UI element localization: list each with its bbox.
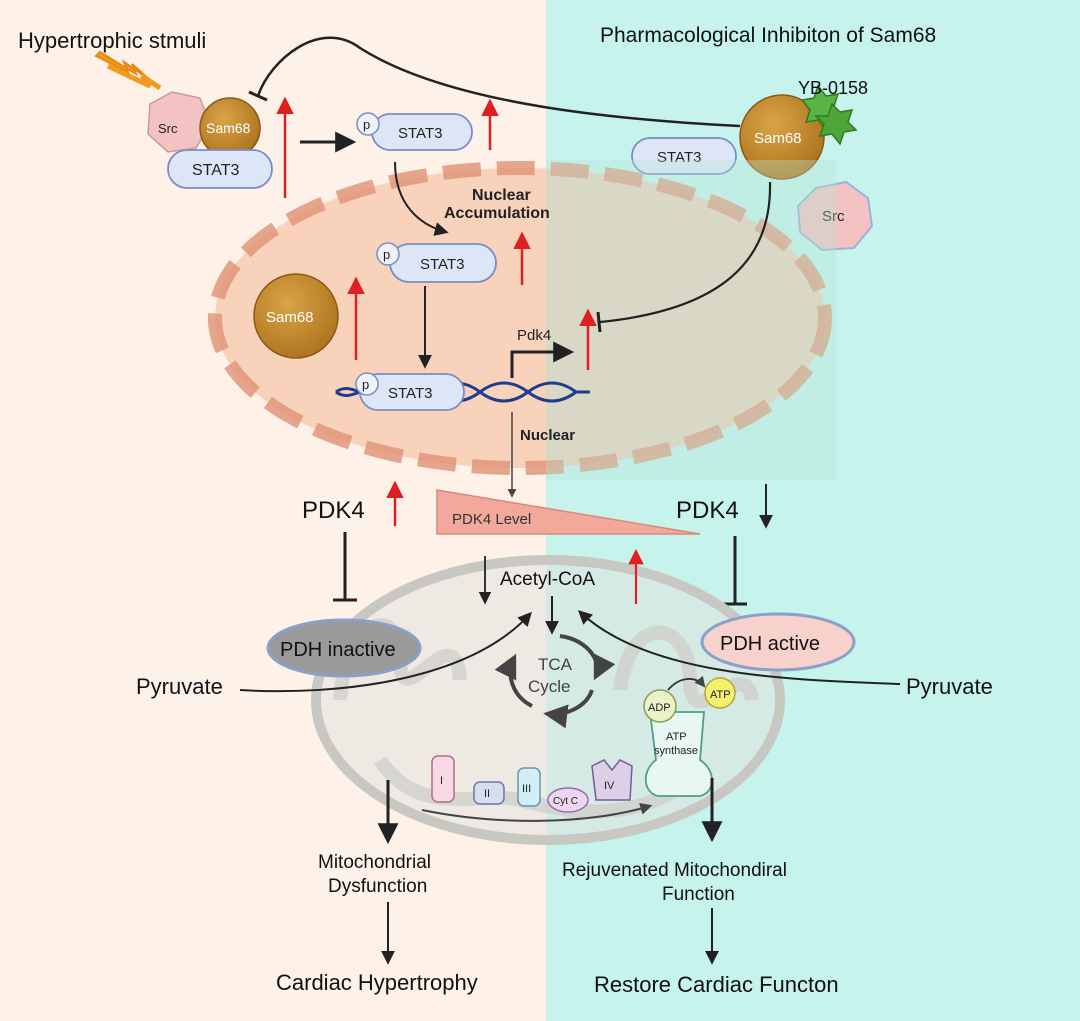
title-right: Pharmacological Inhibiton of Sam68 bbox=[600, 24, 936, 47]
right-panel-bg bbox=[546, 0, 1080, 1021]
atp-label: ATP bbox=[710, 689, 731, 701]
phospho-nuclear bbox=[376, 242, 400, 266]
phospho-label-nuclear: p bbox=[383, 247, 390, 262]
pyruvate-left-arrow bbox=[239, 611, 532, 693]
complex-ii bbox=[473, 781, 505, 805]
pdh-active bbox=[700, 612, 856, 672]
sam68-label-right: Sam68 bbox=[754, 130, 802, 147]
mito-dys-label-2: Dysfunction bbox=[328, 876, 427, 897]
atp-synthase bbox=[644, 711, 713, 797]
pyruvate-left-label: Pyruvate bbox=[136, 674, 223, 699]
pdk4-right: PDK4 bbox=[676, 497, 739, 524]
inhibition-arc bbox=[256, 36, 741, 128]
complex-iii-label: III bbox=[522, 783, 531, 795]
tca-arc-1 bbox=[559, 634, 616, 681]
mito-dys-label-1: Mitochondrial bbox=[318, 852, 431, 873]
src-label-top-left: Src bbox=[158, 121, 178, 136]
atp-molecule bbox=[704, 677, 736, 709]
arrow-nuclear-accum bbox=[394, 161, 449, 236]
nuclear-label: Nuclear bbox=[520, 427, 575, 444]
adp-to-atp-arrow bbox=[667, 675, 706, 691]
nuclear-accum-label-2: Accumulation bbox=[444, 205, 550, 222]
etc-flow-arrow bbox=[421, 803, 653, 822]
rejuv-label-2: Function bbox=[662, 884, 735, 905]
sam68-nuclear bbox=[253, 273, 339, 359]
sam68-right bbox=[739, 94, 825, 180]
complex-ii-label: II bbox=[484, 788, 490, 800]
acetyl-coa-label: Acetyl-CoA bbox=[500, 569, 595, 590]
phospho-top bbox=[356, 112, 380, 136]
pdk4-promoter-arrow bbox=[510, 341, 575, 378]
complex-iv-label: IV bbox=[604, 780, 615, 792]
lightning-icon bbox=[94, 50, 151, 81]
complex-i-label: I bbox=[440, 775, 443, 787]
pdk4-level-wedge bbox=[436, 489, 701, 535]
tca-label-2: Cycle bbox=[528, 677, 571, 696]
pyruvate-right-label: Pyruvate bbox=[906, 674, 993, 699]
pdh-active-label: PDH active bbox=[720, 633, 820, 655]
pdk4-left: PDK4 bbox=[302, 497, 365, 524]
atp-synthase-label-2: synthase bbox=[654, 745, 698, 757]
pstat3-label-nuclear: STAT3 bbox=[420, 256, 464, 273]
src-label-right: Src bbox=[822, 208, 845, 225]
phospho-dna bbox=[355, 372, 379, 396]
adp-label: ADP bbox=[648, 702, 671, 714]
complex-iv bbox=[591, 759, 633, 801]
nucleus-right-tint bbox=[208, 161, 832, 475]
cyt-c bbox=[547, 787, 589, 813]
inhibition-bar bbox=[248, 90, 268, 102]
sam68-label-top-left: Sam68 bbox=[206, 120, 251, 136]
pstat3-label-top: STAT3 bbox=[398, 125, 442, 142]
rejuv-label-1: Rejuvenated Mitochondiral bbox=[562, 860, 787, 881]
cardiac-hyper-label: Cardiac Hypertrophy bbox=[276, 970, 478, 995]
complex-iii bbox=[517, 767, 541, 807]
drug-label: YB-0158 bbox=[798, 78, 868, 98]
adp-molecule bbox=[643, 689, 677, 723]
nucleus-right-overlay bbox=[546, 160, 836, 480]
pdk4-gene-label: Pdk4 bbox=[517, 327, 551, 344]
pstat3-label-dna: STAT3 bbox=[388, 385, 432, 402]
pdh-inactive-label: PDH inactive bbox=[280, 639, 396, 661]
phospho-label-dna: p bbox=[362, 377, 369, 392]
lightning-icon-2 bbox=[106, 63, 162, 91]
stat3-label-top-left: STAT3 bbox=[192, 162, 240, 179]
cyt-c-label: Cyt C bbox=[553, 796, 578, 807]
src-right bbox=[796, 180, 874, 252]
atp-synthase-label-1: ATP bbox=[666, 731, 687, 743]
title-left: Hypertrophic stmuli bbox=[18, 28, 206, 53]
tca-arc-3 bbox=[494, 653, 534, 708]
inhibition-pdk4 bbox=[599, 181, 772, 324]
phospho-label-top: p bbox=[363, 117, 370, 132]
inhibition-pdk4-bar bbox=[596, 311, 602, 333]
tca-arc-2 bbox=[543, 689, 594, 729]
drug-icon-2 bbox=[814, 102, 858, 146]
pdk4-level-label: PDK4 Level bbox=[452, 511, 531, 528]
nuclear-accum-label-1: Nuclear bbox=[472, 187, 531, 204]
stat3-label-right: STAT3 bbox=[657, 149, 701, 166]
tca-label-1: TCA bbox=[538, 655, 573, 674]
stat3-right bbox=[631, 137, 737, 175]
sam68-label-nuclear: Sam68 bbox=[266, 309, 314, 326]
complex-i bbox=[431, 755, 455, 803]
pdh-inactive bbox=[266, 618, 422, 678]
restore-label: Restore Cardiac Functon bbox=[594, 972, 839, 997]
stat3-top-left bbox=[167, 149, 273, 189]
pyruvate-right-arrow bbox=[577, 610, 901, 685]
